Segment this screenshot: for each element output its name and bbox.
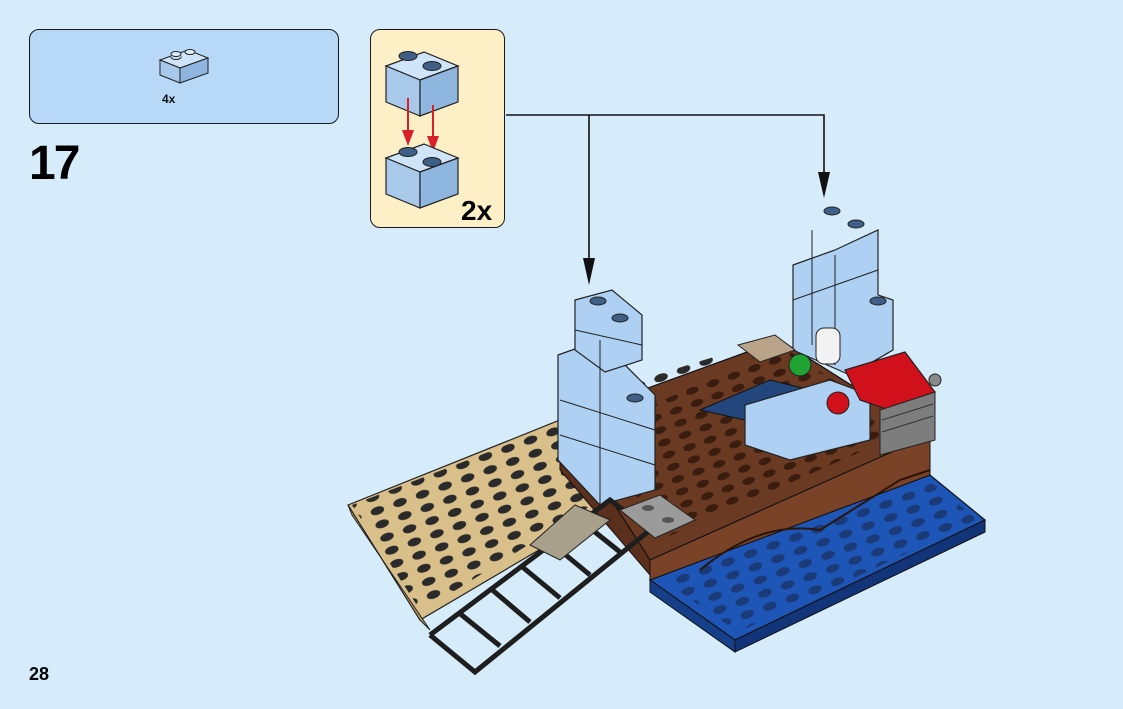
blue-water-plate: [648, 474, 987, 653]
step-number: 17: [29, 137, 80, 190]
hinge-plates: [529, 494, 696, 561]
tan-slope: [736, 334, 797, 363]
red-round-tile: [826, 391, 850, 415]
red-engine-block: [844, 351, 942, 456]
parts-quantity: 4x: [162, 92, 176, 106]
left-ice-tower: [557, 289, 656, 506]
clear-cylinder: [815, 327, 841, 365]
green-round-tile: [788, 353, 812, 377]
subassembly-multiplier: 2x: [461, 195, 493, 226]
page-number: 28: [29, 664, 50, 684]
